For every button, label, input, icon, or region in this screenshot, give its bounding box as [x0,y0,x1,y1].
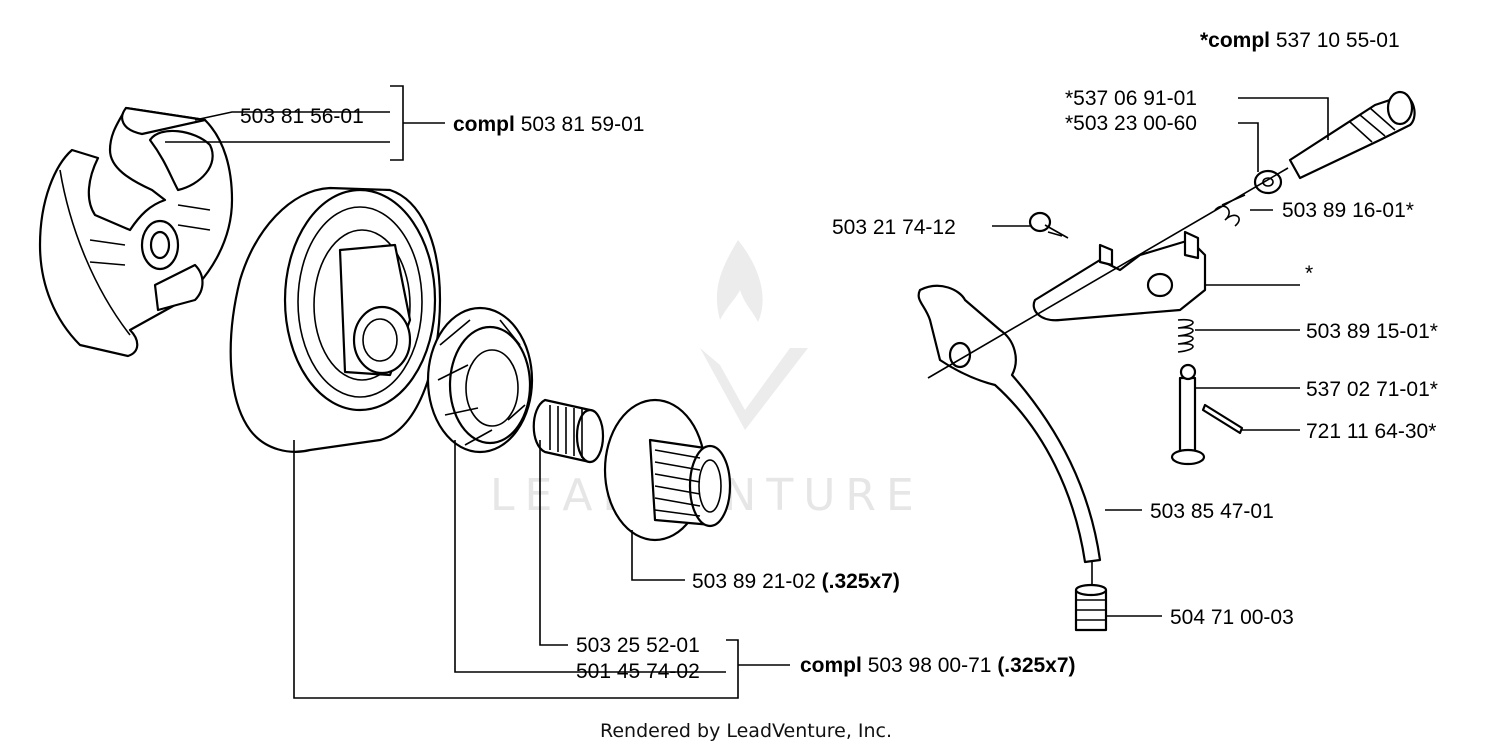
clutch-shoe-part [38,106,234,358]
drive-washer-part [603,398,732,542]
pin-part [1201,403,1244,435]
watermark-flame-icon [716,240,763,322]
label-pin: 721 11 64-30* [1306,420,1436,443]
screw-part [1028,211,1069,239]
labels: 503 81 56-01 compl 503 81 59-01 503 89 2… [240,29,1438,683]
needle-bearing-part [532,398,605,464]
pump-shaft-part [1288,90,1416,180]
label-pump-spring-top: 503 89 16-01* [1282,199,1414,222]
pump-spring-part [1177,318,1194,353]
footer-credit: Rendered by LeadVenture, Inc. [600,720,892,742]
label-clutch-shoe: 503 81 56-01 [240,105,364,128]
label-oil-filter: 504 71 00-03 [1170,606,1294,629]
label-oil-hose: 503 85 47-01 [1150,500,1274,523]
label-pump-body: * [1305,262,1313,285]
watermark-v-icon [700,348,808,430]
leader-lines [165,85,1329,699]
label-rim: 501 45 74-02 [576,660,700,683]
label-needle-bearing: 503 25 52-01 [576,634,700,657]
label-pump-piston: 537 02 71-01* [1306,378,1438,401]
label-pump-compl: *compl 537 10 55-01 [1200,29,1400,52]
oil-hose-part [917,284,1102,564]
label-pump-shaft: *537 06 91-01 [1065,87,1197,110]
label-pump-spring: 503 89 15-01* [1306,320,1438,343]
pump-piston-part [1170,363,1206,466]
label-screw: 503 21 74-12 [832,216,956,239]
label-rim-sprocket: 503 89 21-02 (.325x7) [692,570,900,593]
pump-body-part [1032,230,1207,322]
rim-sprocket-part [426,306,534,454]
label-drum-compl: compl 503 98 00-71 (.325x7) [800,654,1076,677]
oil-filter-part [1074,562,1108,632]
label-pump-washer: *503 23 00-60 [1065,112,1197,135]
clutch-drum-part [229,186,442,453]
label-clutch-compl: compl 503 81 59-01 [453,113,644,136]
pump-spring-top-part [1214,194,1246,227]
